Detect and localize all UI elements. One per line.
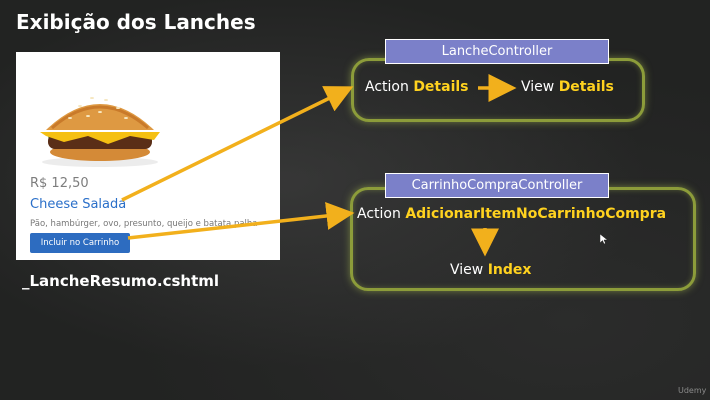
watermark: Udemy — [678, 386, 707, 395]
view-word: View — [521, 79, 555, 95]
arrow-name-to-details — [121, 86, 354, 202]
action-name: Details — [413, 79, 469, 95]
lanche-action-text: Action Details — [365, 79, 469, 95]
lanche-controller-label: LancheController — [385, 39, 609, 64]
product-card: R$ 12,50 Cheese Salada Pão, hambúrger, o… — [16, 52, 280, 260]
action-word: Action — [365, 79, 409, 95]
add-to-cart-button[interactable]: Incluir no Carrinho — [30, 233, 130, 253]
carrinho-controller-label: CarrinhoCompraController — [385, 173, 609, 198]
hamburger-image — [40, 97, 160, 167]
view-name: Index — [487, 262, 532, 278]
product-name-link[interactable]: Cheese Salada — [30, 197, 127, 212]
product-description: Pão, hambúrger, ovo, presunto, queijo e … — [30, 219, 258, 229]
action-word: Action — [357, 206, 401, 222]
view-name: Details — [558, 79, 614, 95]
product-price: R$ 12,50 — [30, 176, 89, 191]
view-word: View — [450, 262, 484, 278]
partial-view-filename: _LancheResumo.cshtml — [22, 272, 220, 290]
arrow-button-to-add-action — [127, 202, 355, 240]
carrinho-action-text: Action AdicionarItemNoCarrinhoCompra — [357, 206, 666, 222]
carrinho-view-text: View Index — [450, 262, 531, 278]
page-title: Exibição dos Lanches — [16, 10, 256, 34]
mouse-cursor-icon — [600, 234, 608, 244]
action-name: AdicionarItemNoCarrinhoCompra — [405, 206, 667, 222]
lanche-view-text: View Details — [521, 79, 614, 95]
